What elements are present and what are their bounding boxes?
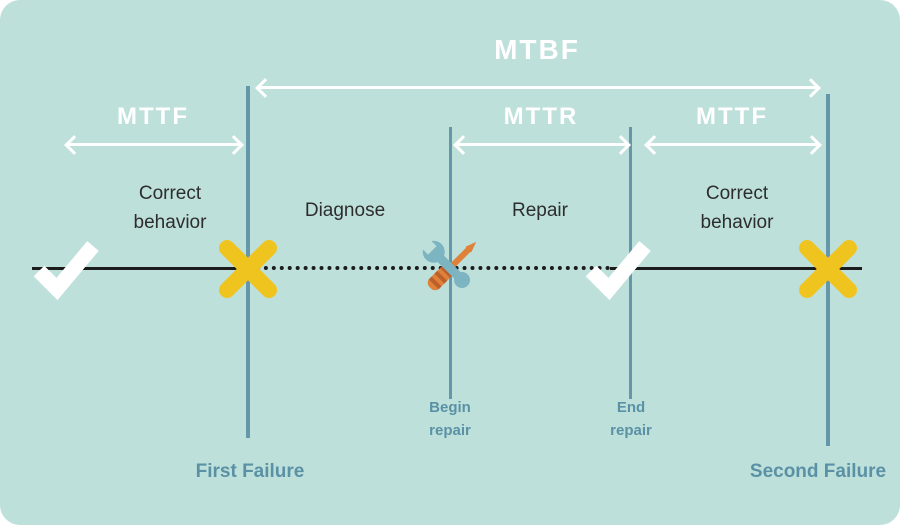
check-icon	[585, 241, 651, 301]
timeline-solid-left	[32, 267, 248, 270]
timeline-solid-right	[610, 267, 862, 270]
mtbf-label: MTBF	[494, 34, 580, 65]
wrench-icon	[417, 235, 471, 289]
failure-x-icon	[219, 240, 277, 298]
second-failure-label: Second Failure	[749, 461, 887, 482]
phase-correct-behavior-right: Correct behavior	[700, 183, 774, 233]
mttf-right-label: MTTF	[696, 103, 768, 130]
phase-diagnose: Diagnose	[304, 200, 386, 221]
repair-tools-icon	[417, 235, 477, 291]
failure-x-icon	[799, 240, 857, 298]
mttr-label: MTTR	[503, 103, 579, 130]
mttf-left-arrow	[66, 143, 242, 146]
mttf-right-arrow	[646, 143, 820, 146]
mttf-left-label: MTTF	[117, 103, 189, 130]
end-repair-label: End repair	[610, 399, 652, 439]
check-icon	[33, 241, 99, 301]
timeline-dotted-downtime	[248, 266, 610, 270]
phase-repair: Repair	[512, 200, 568, 221]
phase-correct-behavior-left: Correct behavior	[133, 183, 207, 233]
begin-repair-label: Begin repair	[429, 399, 471, 439]
mtbf-arrow	[257, 86, 819, 89]
first-failure-label: First Failure	[195, 461, 305, 482]
mttr-arrow	[455, 143, 629, 146]
